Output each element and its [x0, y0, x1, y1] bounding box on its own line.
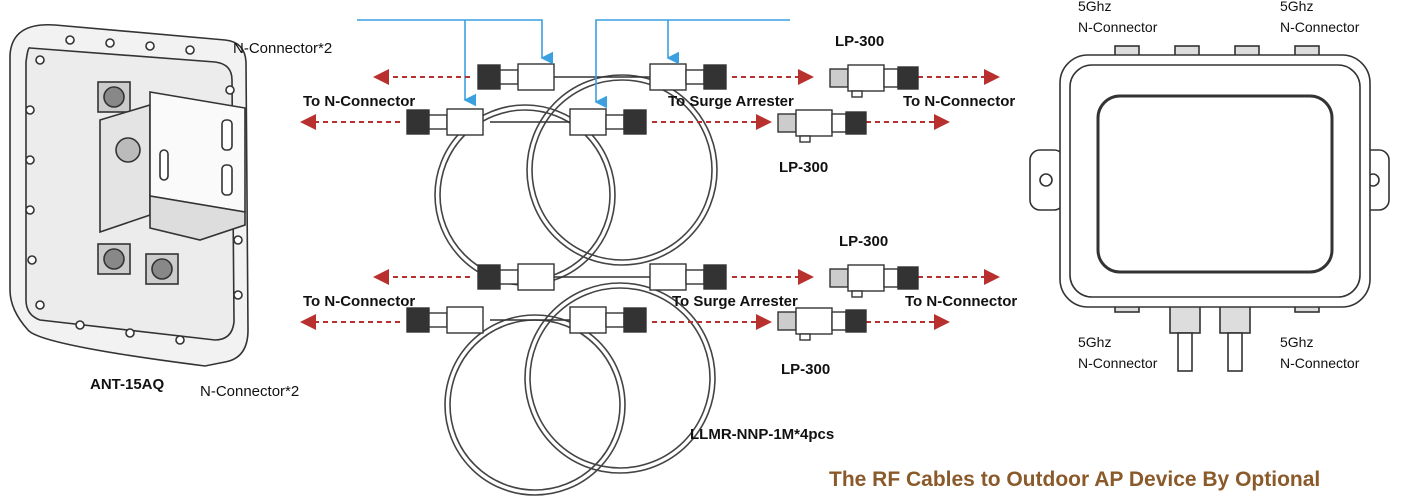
to-n-connector-label: To N-Connector	[303, 93, 416, 110]
panel-antenna-icon	[9, 23, 249, 367]
connector-type-label: N-Connector	[1078, 19, 1158, 35]
cable-assemblies	[406, 63, 727, 334]
frequency-label: 5Ghz	[1280, 334, 1314, 350]
frequency-label: 5Ghz	[1280, 0, 1314, 14]
surge-arrester-model: LP-300	[779, 159, 829, 176]
ap-connector-label-bottom-right: 5Ghz N-Connector	[1280, 332, 1359, 374]
frequency-label: 5Ghz	[1078, 0, 1112, 14]
connector-type-label: N-Connector	[1280, 355, 1360, 371]
ap-connector-label-bottom-left: 5Ghz N-Connector	[1078, 332, 1157, 374]
connector-type-label: N-Connector	[1078, 355, 1158, 371]
ap-connector-label-top-left: 5Ghz N-Connector	[1078, 0, 1157, 38]
connector-type-label: N-Connector	[1280, 19, 1360, 35]
antenna-connector-count-bottom: N-Connector*2	[200, 383, 300, 400]
to-n-connector-label: To N-Connector	[905, 293, 1018, 310]
antenna-connector-count-top: N-Connector*2	[233, 40, 333, 57]
to-surge-arrester-label: To Surge Arrester	[668, 93, 794, 110]
outdoor-ap-enclosure-icon	[1029, 45, 1390, 372]
to-n-connector-label: To N-Connector	[303, 293, 416, 310]
to-surge-arrester-label: To Surge Arrester	[672, 293, 798, 310]
surge-arrester-icon	[777, 64, 919, 341]
frequency-label: 5Ghz	[1078, 334, 1112, 350]
pointer-lines	[357, 19, 790, 109]
cable-model-label: LLMR-NNP-1M*4pcs	[690, 426, 835, 443]
ap-connector-label-top-right: 5Ghz N-Connector	[1280, 0, 1359, 38]
surge-arrester-model: LP-300	[835, 33, 885, 50]
antenna-model-label: ANT-15AQ	[90, 376, 165, 393]
diagram-caption: The RF Cables to Outdoor AP Device By Op…	[829, 468, 1321, 491]
to-n-connector-label: To N-Connector	[903, 93, 1016, 110]
surge-arrester-model: LP-300	[839, 233, 889, 250]
direction-arrows	[300, 69, 1000, 330]
surge-arrester-model: LP-300	[781, 361, 831, 378]
